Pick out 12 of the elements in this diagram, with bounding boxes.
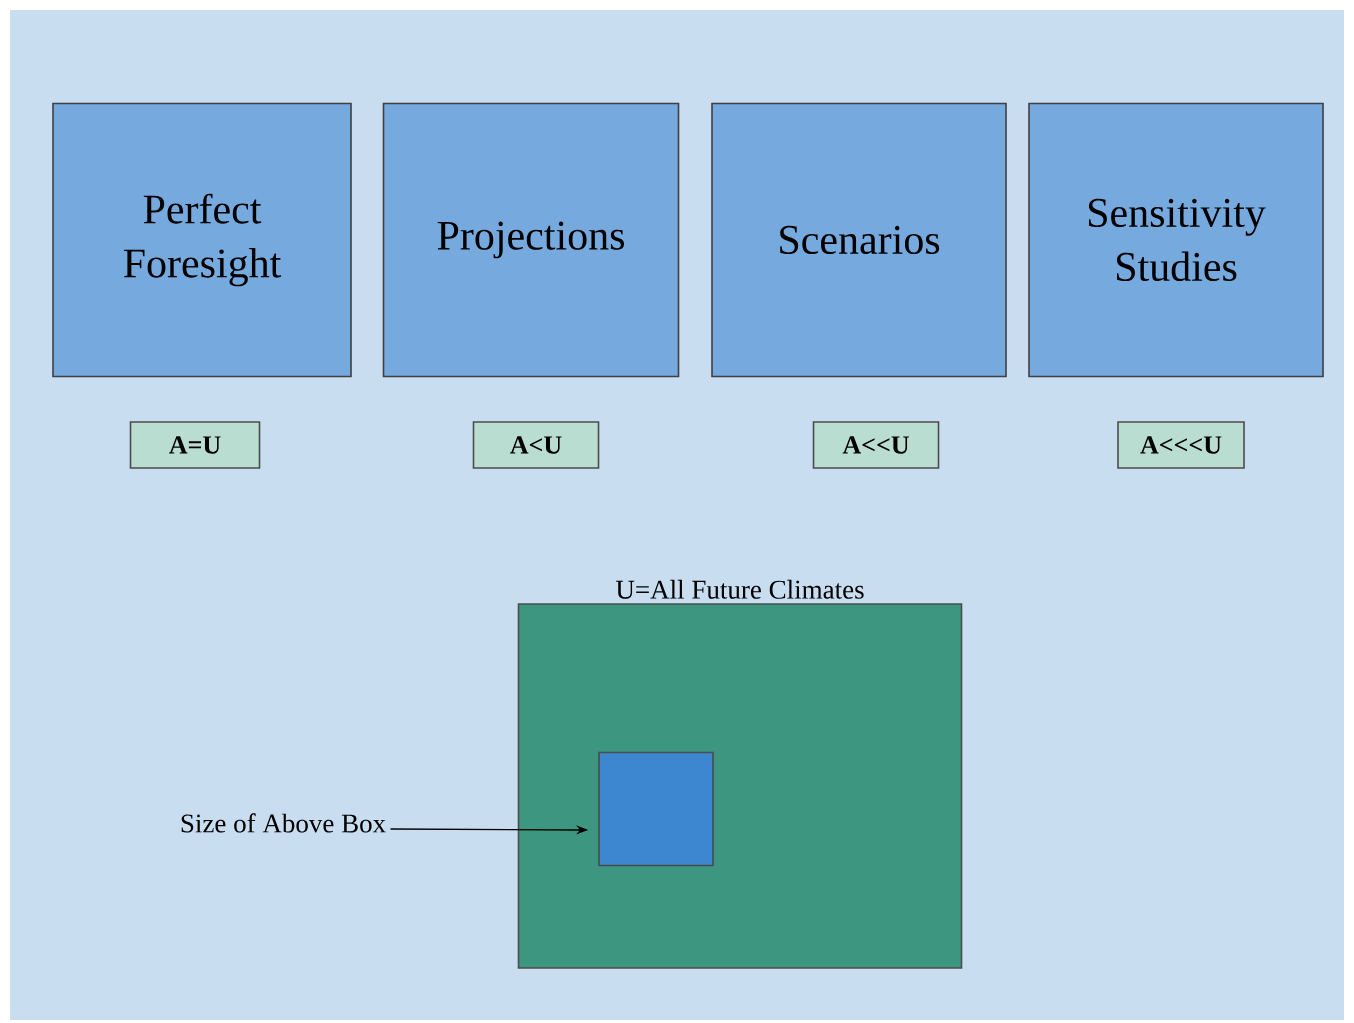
node-label: U=All Future Climates	[615, 579, 864, 599]
relation-box: A<<<U	[1117, 421, 1245, 469]
relation-box: A<<U	[812, 421, 940, 469]
callout-text: Size of Above Box	[181, 813, 386, 833]
relation-box: A<U	[472, 421, 600, 469]
concept-box: Perfect Foresight	[52, 102, 352, 378]
concept-box: Sensitivity Studies	[1028, 102, 1324, 378]
concept-box: Projections	[382, 102, 680, 378]
subset-box	[598, 751, 714, 867]
concept-box: Scenarios	[711, 102, 1007, 378]
climate-space-box: U=All Future Climates	[517, 579, 963, 969]
relation-box: A=U	[129, 421, 261, 469]
